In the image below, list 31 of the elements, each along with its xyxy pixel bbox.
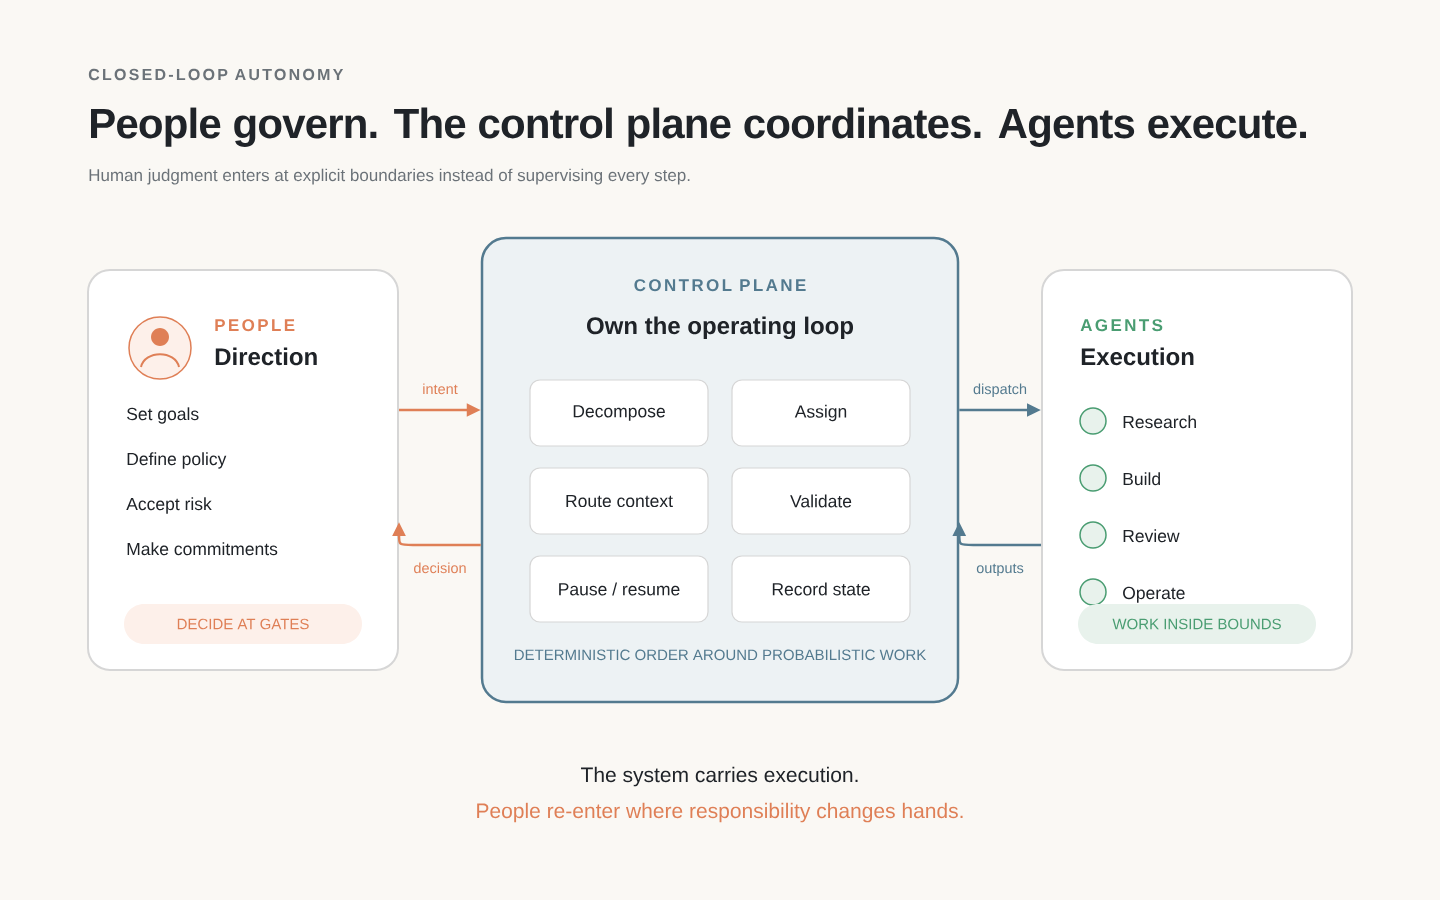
edge-label: intent: [421, 382, 459, 396]
status-pill: DECIDE AT GATES: [124, 604, 362, 644]
card-heading: Own the operating loop: [587, 316, 854, 340]
list-item: Operate: [1123, 586, 1185, 603]
footer-note: DETERMINISTIC ORDER AROUND PROBABILISTIC WORK: [514, 649, 927, 661]
step-box: Assign: [731, 379, 911, 447]
card: [1041, 269, 1353, 671]
step-box: Route context: [529, 467, 709, 535]
list-item: Make commitments: [127, 542, 278, 556]
eyebrow-label: CLOSED-LOOP AUTONOMY: [88, 68, 344, 81]
list-item: Build: [1123, 472, 1160, 486]
title: People govern. The control plane coordinates. Agents execute.: [91, 107, 1306, 147]
list-item: Review: [1123, 529, 1180, 543]
eyebrow-label: AGENTS: [1080, 319, 1163, 332]
eyebrow-label: PEOPLE: [215, 319, 295, 332]
card: [87, 269, 399, 671]
list-item: Research: [1123, 415, 1196, 429]
list-item: Define policy: [127, 452, 227, 469]
step-box: Decompose: [529, 379, 709, 447]
card-heading: Execution: [1081, 347, 1194, 366]
list-item: Set goals: [127, 407, 199, 424]
card-heading: Direction: [215, 347, 317, 366]
step-box: Record state: [731, 555, 911, 623]
edge-label: dispatch: [972, 382, 1028, 398]
eyebrow-label: CONTROL PLANE: [634, 279, 806, 292]
summary-line: People re-enter where responsibility changes hands.: [477, 802, 963, 823]
list-item: Accept risk: [126, 497, 212, 514]
subtitle: Human judgment enters at explicit boundaries instead of supervising every step.: [89, 168, 690, 185]
summary-line: The system carries execution.: [581, 766, 858, 787]
step-box: Pause / resume: [529, 555, 709, 623]
step-box: Validate: [731, 467, 911, 535]
